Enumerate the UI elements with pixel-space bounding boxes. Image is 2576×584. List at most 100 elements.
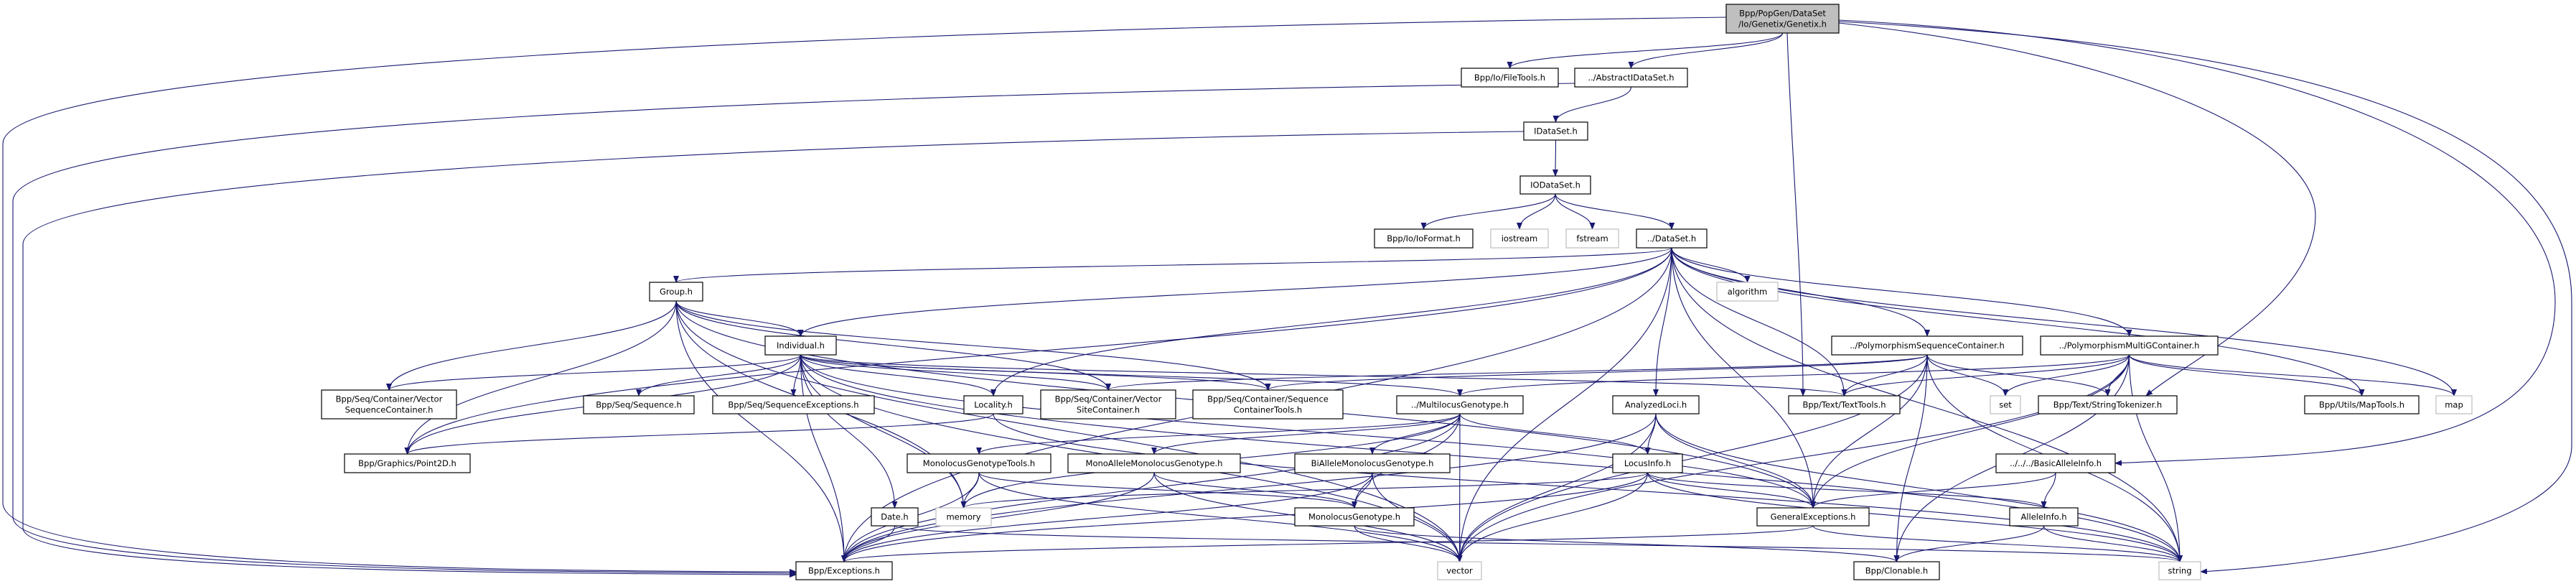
node-label: ../PolymorphismSequenceContainer.h [1850, 340, 2005, 351]
node-string[interactable]: string [2158, 561, 2201, 580]
node-set[interactable]: set [1990, 395, 2021, 414]
node-multilocus[interactable]: ../MultilocusGenotype.h [1396, 395, 1524, 414]
node-exceptions[interactable]: Bpp/Exceptions.h [795, 561, 893, 580]
edge-dataset-to-algorithm [1671, 247, 1751, 283]
node-box [2009, 507, 2079, 527]
edge-polyseq-to-texttools [1841, 354, 1928, 397]
edges-layer [2, 17, 2572, 578]
edge-idataset-to-iodataset [1552, 139, 1559, 177]
node-box [935, 507, 992, 527]
node-label: ../../../BasicAlleleInfo.h [2010, 458, 2102, 468]
node-label: Group.h [660, 287, 693, 297]
node-box [1831, 335, 2023, 356]
node-label: Bpp/Seq/Container/Vector [336, 394, 443, 404]
node-point2d[interactable]: Bpp/Graphics/Point2D.h [344, 453, 471, 473]
node-filetools[interactable]: Bpp/Io/FileTools.h [1461, 68, 1559, 88]
node-individual[interactable]: Individual.h [764, 335, 837, 356]
node-date[interactable]: Date.h [871, 507, 919, 527]
node-label: Bpp/Exceptions.h [808, 566, 880, 576]
node-alleleinfo[interactable]: AlleleInfo.h [2009, 507, 2079, 527]
node-polyseq[interactable]: ../PolymorphismSequenceContainer.h [1831, 335, 2023, 356]
node-basicalleleinfo[interactable]: ../../../BasicAlleleInfo.h [1995, 453, 2116, 473]
node-fstream[interactable]: fstream [1565, 228, 1619, 249]
node-seqconttools[interactable]: Bpp/Seq/Container/SequenceContainerTools… [1192, 389, 1344, 420]
edge-dataset-to-individual [797, 247, 1672, 337]
node-box [1192, 389, 1344, 420]
edge-genetix-to-filetools [1507, 32, 1784, 69]
edge-biallele-to-monolocus [1352, 472, 1373, 509]
edge-group-to-exceptions [675, 300, 847, 562]
node-label: vector [1446, 566, 1473, 576]
node-label: MonoAlleleMonolocusGenotype.h [1086, 458, 1223, 468]
node-box [1374, 228, 1474, 249]
edge-genetix-to-abstractidataset [1628, 32, 1784, 69]
edge-date-to-string [894, 525, 2183, 562]
node-box [1574, 68, 1688, 88]
edge-locusinfo-to-alleleinfo [1647, 472, 2047, 509]
node-vector[interactable]: vector [1437, 561, 1482, 580]
node-iostream[interactable]: iostream [1490, 228, 1549, 249]
node-stringtokenizer[interactable]: Bpp/Text/StringTokenizer.h [2038, 395, 2178, 414]
node-label: LocusInfo.h [1624, 458, 1671, 468]
node-box [1040, 389, 1176, 420]
node-analyzedloci[interactable]: AnalyzedLoci.h [1612, 395, 1700, 414]
node-genetix[interactable]: Bpp/PopGen/DataSet/Io/Genetix/Genetix.h [1725, 4, 1840, 34]
edge-generalexceptions-to-exceptions [841, 525, 1814, 562]
edge-individual-to-texttools [800, 354, 1847, 397]
edge-individual-to-vecsitecont [800, 354, 1111, 391]
node-idataset[interactable]: IDataSet.h [1523, 121, 1588, 141]
node-seqexceptions[interactable]: Bpp/Seq/SequenceExceptions.h [712, 395, 875, 414]
node-monolocus[interactable]: MonolocusGenotype.h [1294, 507, 1415, 527]
node-map[interactable]: map [2435, 395, 2473, 414]
node-memory[interactable]: memory [935, 507, 992, 527]
node-label: IODataSet.h [1530, 180, 1580, 190]
node-generalexceptions[interactable]: GeneralExceptions.h [1756, 507, 1870, 527]
edge-individual-to-date [800, 354, 898, 509]
node-label: Bpp/Seq/Container/Sequence [1207, 394, 1329, 404]
edge-analyzedloci-to-generalexceptions [1655, 413, 1816, 509]
node-label: Individual.h [777, 340, 825, 351]
node-sequence[interactable]: Bpp/Seq/Sequence.h [583, 395, 695, 414]
node-box [2435, 395, 2473, 414]
node-box [1461, 68, 1559, 88]
node-label: Locality.h [974, 400, 1013, 410]
node-maptools[interactable]: Bpp/Utils/MapTools.h [2304, 395, 2420, 414]
node-vecseqcont[interactable]: Bpp/Seq/Container/VectorSequenceContaine… [321, 389, 457, 420]
node-monolocustools[interactable]: MonolocusGenotypeTools.h [907, 453, 1052, 473]
edge-monolocustools-to-vector [978, 472, 1463, 562]
edge-alleleinfo-to-string [2043, 525, 2183, 562]
edge-locusinfo-to-exceptions [841, 472, 1649, 562]
node-polymultig[interactable]: ../PolymorphismMultiGContainer.h [2040, 335, 2219, 356]
node-label: Bpp/Clonable.h [1865, 566, 1928, 576]
node-algorithm[interactable]: algorithm [1716, 282, 1779, 302]
node-locusinfo[interactable]: LocusInfo.h [1612, 453, 1683, 473]
edge-dataset-to-polyseq [1671, 247, 1930, 337]
node-abstractidataset[interactable]: ../AbstractIDataSet.h [1574, 68, 1688, 88]
edge-polyseq-to-vector [1456, 354, 1928, 562]
node-locality[interactable]: Locality.h [963, 395, 1024, 414]
node-label: ../MultilocusGenotype.h [1411, 400, 1509, 410]
node-clonable[interactable]: Bpp/Clonable.h [1853, 561, 1940, 580]
edge-iodataset-to-ioformat [1420, 193, 1556, 230]
node-group[interactable]: Group.h [649, 282, 703, 302]
node-texttools[interactable]: Bpp/Text/TextTools.h [1788, 395, 1901, 414]
node-label: BiAlleleMonolocusGenotype.h [1311, 458, 1434, 468]
edge-individual-to-multilocus [800, 354, 1463, 397]
node-box [1995, 453, 2116, 473]
edge-polyseq-to-stringtokenizer [1926, 354, 2111, 397]
edge-dataset-to-generalexceptions [1671, 247, 1816, 509]
node-label: IDataSet.h [1534, 126, 1578, 136]
edge-genetix-to-texttools [1786, 32, 1806, 397]
node-label: Bpp/PopGen/DataSet [1739, 9, 1826, 19]
node-dataset[interactable]: ../DataSet.h [1636, 228, 1708, 249]
node-biallele[interactable]: BiAlleleMonolocusGenotype.h [1294, 453, 1451, 473]
node-iodataset[interactable]: IODataSet.h [1519, 175, 1591, 195]
node-box [1294, 507, 1415, 527]
node-monoallele[interactable]: MonoAlleleMonolocusGenotype.h [1067, 453, 1241, 473]
node-box [2158, 561, 2201, 580]
edge-individual-to-generalexceptions [800, 354, 1816, 509]
node-ioformat[interactable]: Bpp/Io/IoFormat.h [1374, 228, 1474, 249]
edge-multilocus-to-locusinfo [1459, 413, 1651, 455]
node-label: map [2445, 400, 2463, 410]
